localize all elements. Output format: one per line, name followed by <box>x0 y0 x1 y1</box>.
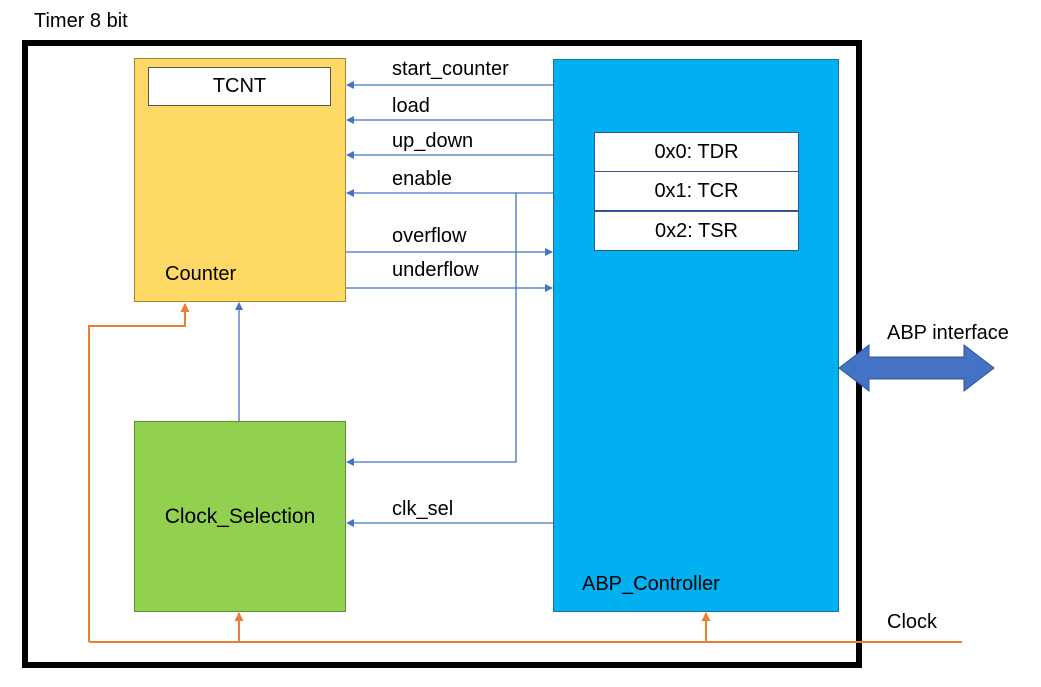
clk-sel-label: clk_sel <box>392 498 454 520</box>
abp-interface-label: ABP interface <box>887 322 1009 344</box>
clock-selection-label: Clock_Selection <box>164 504 316 528</box>
start-counter-label: start_counter <box>392 58 509 80</box>
diagram-title: Timer 8 bit <box>34 10 128 32</box>
register-tcr-label: 0x1: TCR <box>654 179 739 202</box>
register-tdr: 0x0: TDR <box>594 132 799 172</box>
abp-interface-double-arrow <box>838 343 995 393</box>
register-tsr: 0x2: TSR <box>594 211 799 251</box>
tcnt-register: TCNT <box>148 67 331 106</box>
counter-label: Counter <box>165 263 237 285</box>
enable-label: enable <box>392 168 453 190</box>
register-tcr: 0x1: TCR <box>594 171 799 211</box>
register-tsr-label: 0x2: TSR <box>655 219 738 242</box>
abp-controller-label: ABP_Controller <box>582 573 720 595</box>
underflow-label: underflow <box>392 259 479 281</box>
up-down-label: up_down <box>392 130 474 152</box>
register-tdr-label: 0x0: TDR <box>654 140 739 163</box>
load-label: load <box>392 95 430 117</box>
enable-branch-line <box>346 193 517 466</box>
clock-selection-block: Clock_Selection <box>134 421 346 612</box>
clock-to-counter-line <box>88 303 190 642</box>
clock-label: Clock <box>887 611 938 633</box>
tcnt-label: TCNT <box>212 75 267 97</box>
overflow-label: overflow <box>392 225 467 247</box>
